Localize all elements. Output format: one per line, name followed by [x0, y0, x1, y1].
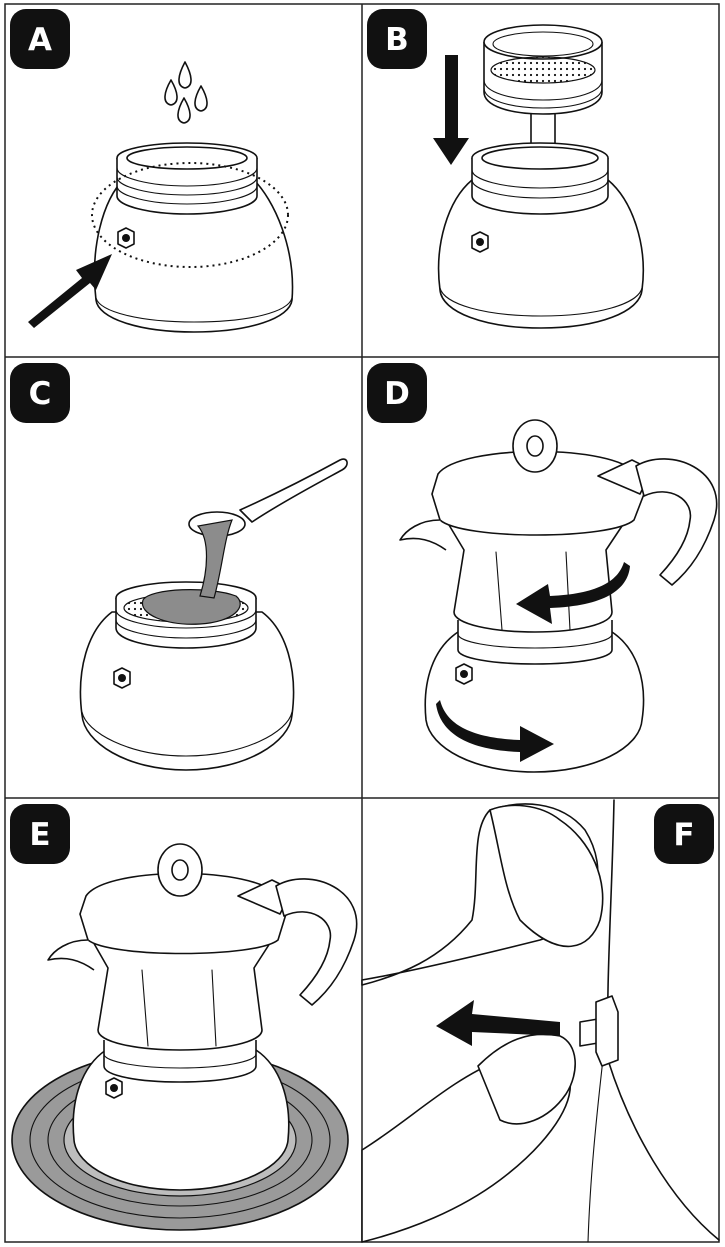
step-label-b: B: [385, 22, 409, 58]
panel-d: D: [367, 363, 717, 772]
step-label-e: E: [29, 817, 50, 853]
water-drops-icon: [165, 62, 207, 123]
boiler-base: [73, 1040, 289, 1190]
step-label-d: D: [384, 376, 410, 412]
safety-valve-icon: [580, 996, 618, 1066]
safety-valve-icon: [114, 668, 130, 688]
step-badge-f: F: [654, 804, 714, 864]
step-label-a: A: [28, 22, 52, 58]
step-label-c: C: [29, 376, 52, 412]
safety-valve-icon: [472, 232, 488, 252]
safety-valve-icon: [106, 1078, 122, 1098]
safety-valve-icon: [456, 664, 472, 684]
boiler-base: [439, 143, 644, 328]
filter-funnel: [484, 25, 602, 146]
step-badge-e: E: [10, 804, 70, 864]
panel-e: E: [10, 804, 357, 1230]
panel-a: A: [10, 9, 292, 332]
panel-c: C: [10, 363, 347, 770]
panel-b: B: [367, 9, 643, 328]
boiler-base: [80, 582, 293, 770]
down-arrow-icon: [433, 55, 469, 165]
step-badge-d: D: [367, 363, 427, 423]
safety-valve-icon: [118, 228, 134, 248]
step-badge-b: B: [367, 9, 427, 69]
lid-knob: [158, 844, 202, 896]
step-badge-c: C: [10, 363, 70, 423]
lid-knob: [513, 420, 557, 472]
step-label-f: F: [673, 817, 694, 853]
step-badge-a: A: [10, 9, 70, 69]
panel-f: F: [362, 800, 719, 1242]
